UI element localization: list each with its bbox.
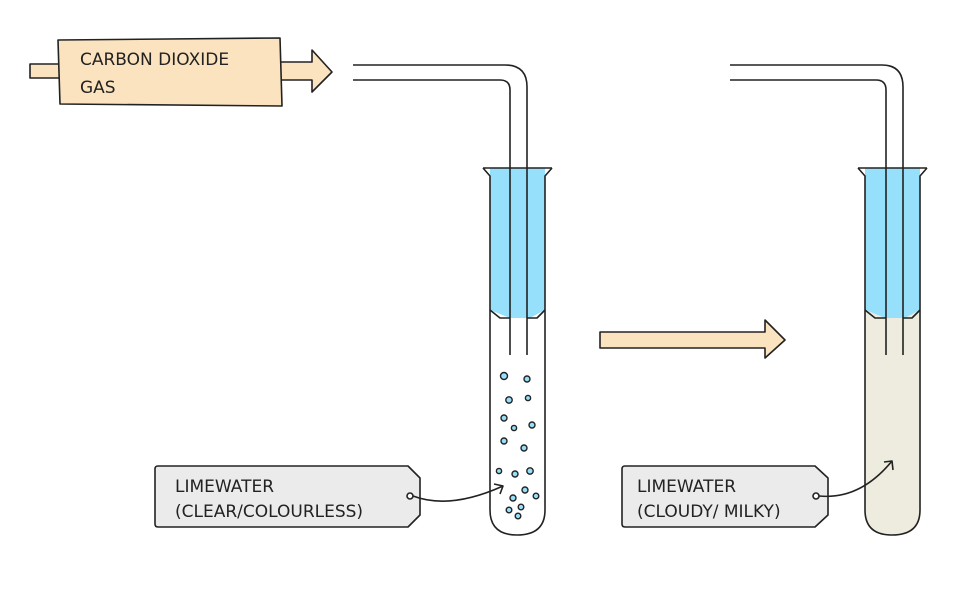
bubble [514, 512, 522, 520]
bubble [511, 470, 519, 478]
bubble [526, 467, 534, 475]
bubble [505, 506, 513, 514]
bubble [499, 371, 509, 381]
bubble [517, 503, 525, 511]
bubble [500, 414, 508, 422]
bubble [521, 486, 529, 494]
gas-label-line1: CARBON DIOXIDE [80, 50, 229, 70]
bubble [528, 421, 536, 429]
limewater-label-before: LIMEWATER (CLEAR/COLOURLESS) [154, 465, 504, 528]
bubble [495, 467, 503, 475]
carbon-dioxide-arrow: CARBON DIOXIDE GAS [29, 37, 333, 107]
bubble [500, 437, 508, 445]
label-before-line1: LIMEWATER [175, 477, 274, 497]
bubble [509, 494, 517, 502]
bubbles [495, 371, 540, 520]
label-before-line2: (CLEAR/COLOURLESS) [175, 502, 363, 522]
delivery-tube-after [730, 64, 904, 355]
label-after-line2: (CLOUDY/ MILKY) [637, 502, 781, 522]
test-tube-before [482, 167, 553, 536]
bubble [510, 424, 518, 432]
delivery-tube-before [353, 64, 528, 355]
bubble [524, 394, 532, 402]
bubble [532, 492, 540, 500]
gas-label-line2: GAS [80, 78, 116, 98]
bubble [505, 396, 513, 404]
bubble [523, 375, 531, 383]
test-tube-after [857, 167, 928, 536]
limewater-label-after: LIMEWATER (CLOUDY/ MILKY) [621, 460, 894, 528]
reaction-arrow [599, 319, 786, 359]
bubble [520, 444, 528, 452]
label-after-line1: LIMEWATER [637, 477, 736, 497]
